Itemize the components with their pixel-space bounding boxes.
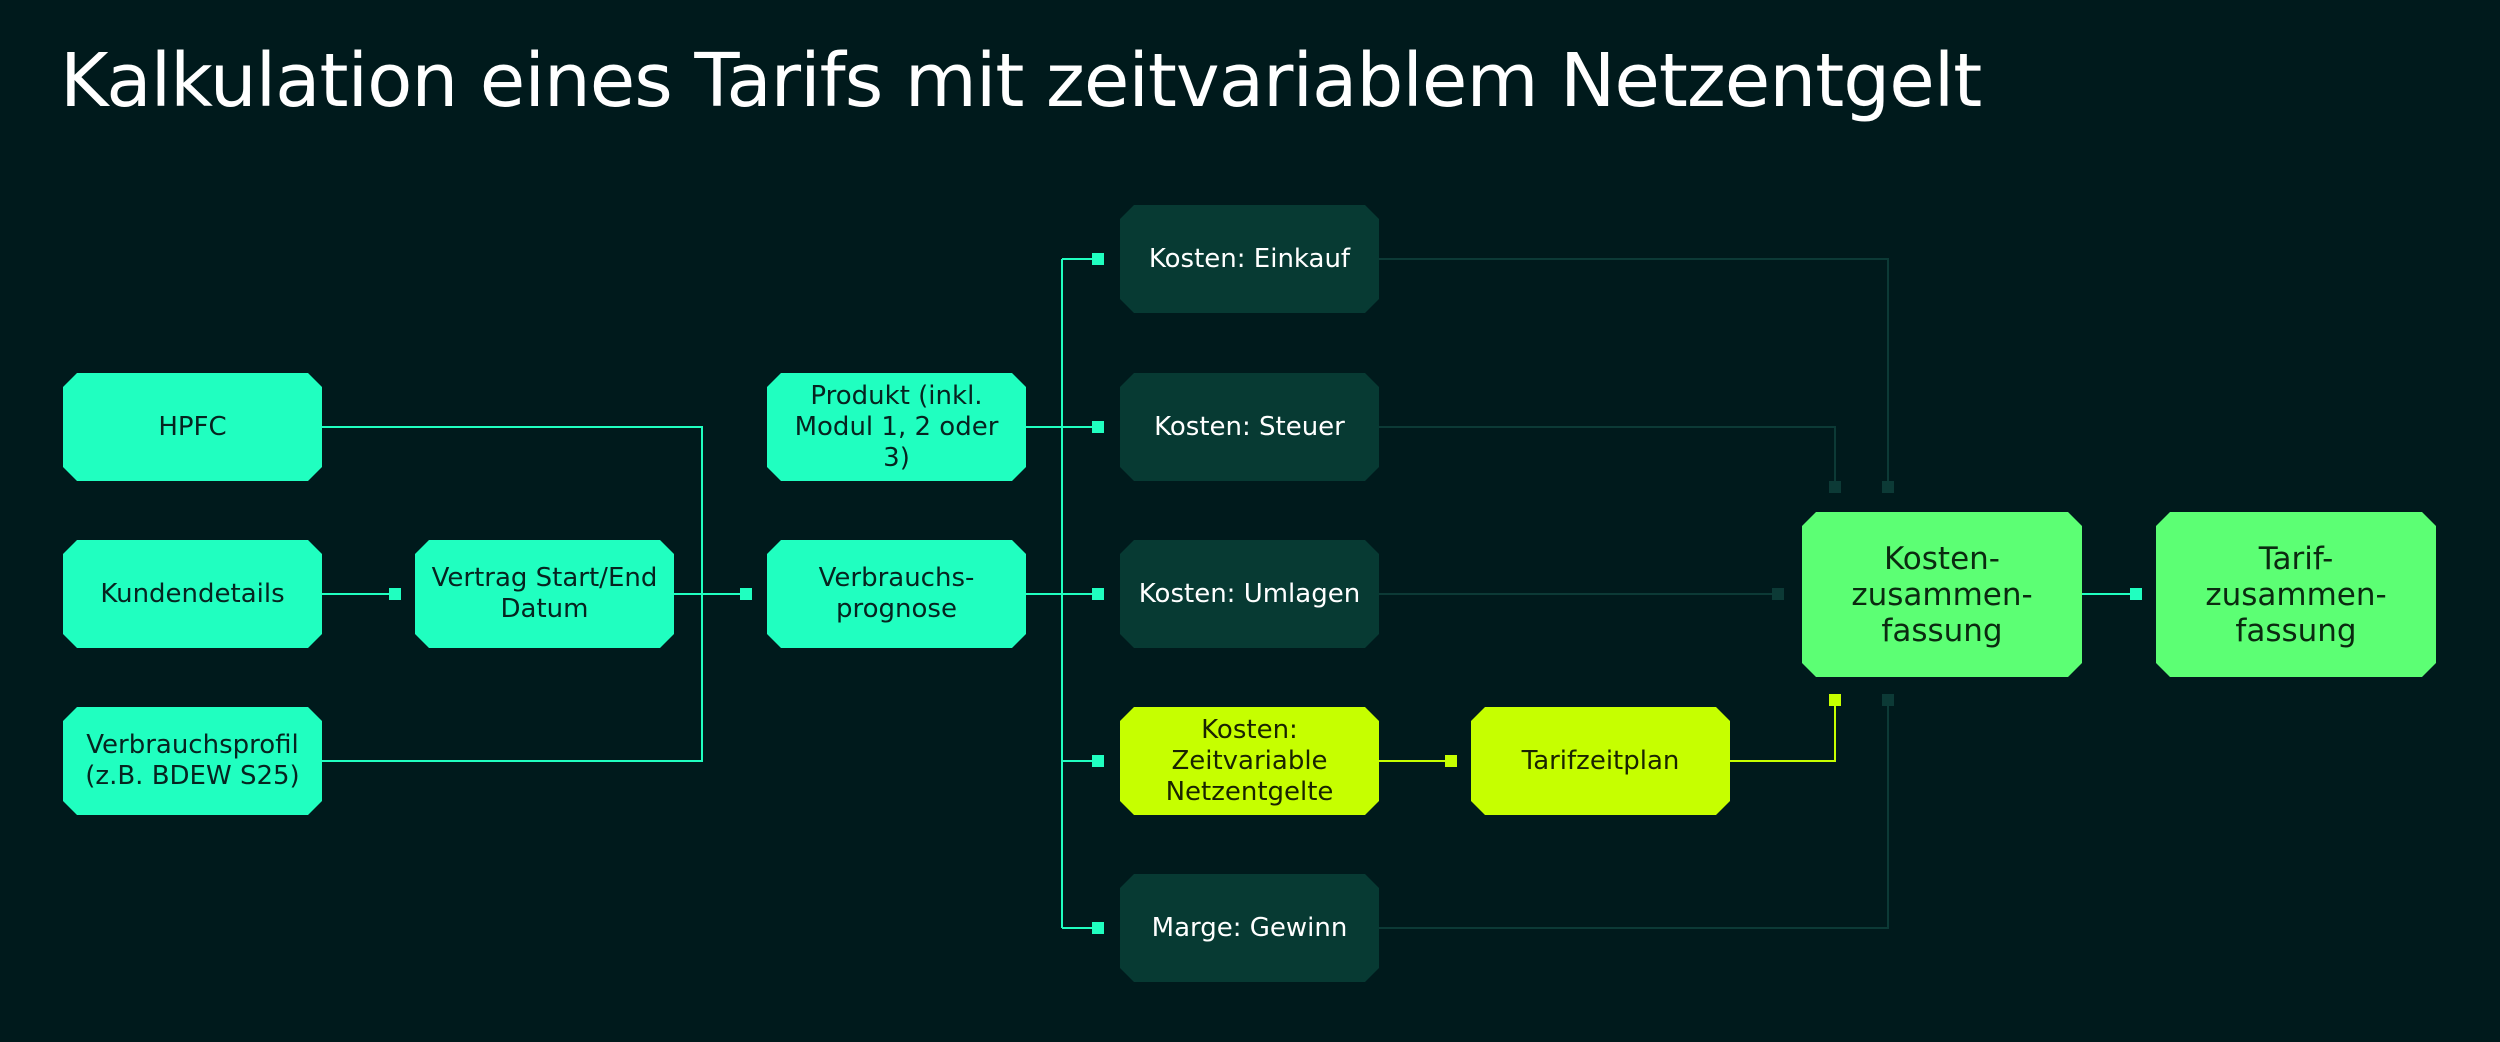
port xyxy=(1092,253,1104,265)
port xyxy=(1092,421,1104,433)
port xyxy=(1882,694,1894,706)
node-tarifzeitplan[interactable]: Tarifzeitplan xyxy=(1471,707,1730,815)
node-label: Tarifzeitplan xyxy=(1521,745,1680,776)
port xyxy=(1092,755,1104,767)
port xyxy=(1829,481,1841,493)
port xyxy=(389,588,401,600)
node-label: Kosten: Zeitvariable Netzentgelte xyxy=(1165,714,1334,807)
port xyxy=(1882,481,1894,493)
page-title: Kalkulation eines Tarifs mit zeitvariabl… xyxy=(60,38,1982,124)
connector-verbrauchsprofil xyxy=(322,594,703,762)
node-label: Verbrauchsprofil (z.B. BDEW S25) xyxy=(85,730,300,791)
node-marge-gewinn[interactable]: Marge: Gewinn xyxy=(1120,874,1379,982)
node-kosten-netzentgelte[interactable]: Kosten: Zeitvariable Netzentgelte xyxy=(1120,707,1379,815)
node-kosten-umlagen[interactable]: Kosten: Umlagen xyxy=(1120,540,1379,648)
node-label: Verbrauchs- prognose xyxy=(818,563,975,624)
connector-tarifzeitplan xyxy=(1730,700,1836,762)
port xyxy=(2130,588,2142,600)
port xyxy=(1772,588,1784,600)
port xyxy=(1092,588,1104,600)
node-label: Kosten: Steuer xyxy=(1154,411,1345,442)
port xyxy=(1829,694,1841,706)
connector-hpfc xyxy=(322,426,703,594)
node-kostenzusammenfassung[interactable]: Kosten- zusammen- fassung xyxy=(1802,512,2082,677)
node-label: Produkt (inkl. Modul 1, 2 oder 3) xyxy=(794,380,999,473)
node-label: Vertrag Start/End Datum xyxy=(431,563,658,624)
node-kosten-einkauf[interactable]: Kosten: Einkauf xyxy=(1120,205,1379,313)
node-label: HPFC xyxy=(158,411,227,442)
node-label: Kosten: Umlagen xyxy=(1138,578,1361,609)
connector-steuer xyxy=(1379,426,1836,487)
port xyxy=(1092,922,1104,934)
node-label: Kosten: Einkauf xyxy=(1148,243,1351,274)
node-verbrauchsprognose[interactable]: Verbrauchs- prognose xyxy=(767,540,1026,648)
connector-marge xyxy=(1379,700,1889,929)
node-kosten-steuer[interactable]: Kosten: Steuer xyxy=(1120,373,1379,481)
port xyxy=(1445,755,1457,767)
node-vertrag[interactable]: Vertrag Start/End Datum xyxy=(415,540,674,648)
node-tarifzusammenfassung[interactable]: Tarif- zusammen- fassung xyxy=(2156,512,2436,677)
port xyxy=(740,588,752,600)
node-label: Kundendetails xyxy=(100,578,285,609)
connector-einkauf xyxy=(1379,258,1889,487)
node-label: Tarif- zusammen- fassung xyxy=(2205,540,2387,649)
node-label: Kosten- zusammen- fassung xyxy=(1851,540,2033,649)
node-kundendetails[interactable]: Kundendetails xyxy=(63,540,322,648)
node-produkt[interactable]: Produkt (inkl. Modul 1, 2 oder 3) xyxy=(767,373,1026,481)
node-label: Marge: Gewinn xyxy=(1151,912,1348,943)
node-hpfc[interactable]: HPFC xyxy=(63,373,322,481)
node-verbrauchsprofil[interactable]: Verbrauchsprofil (z.B. BDEW S25) xyxy=(63,707,322,815)
